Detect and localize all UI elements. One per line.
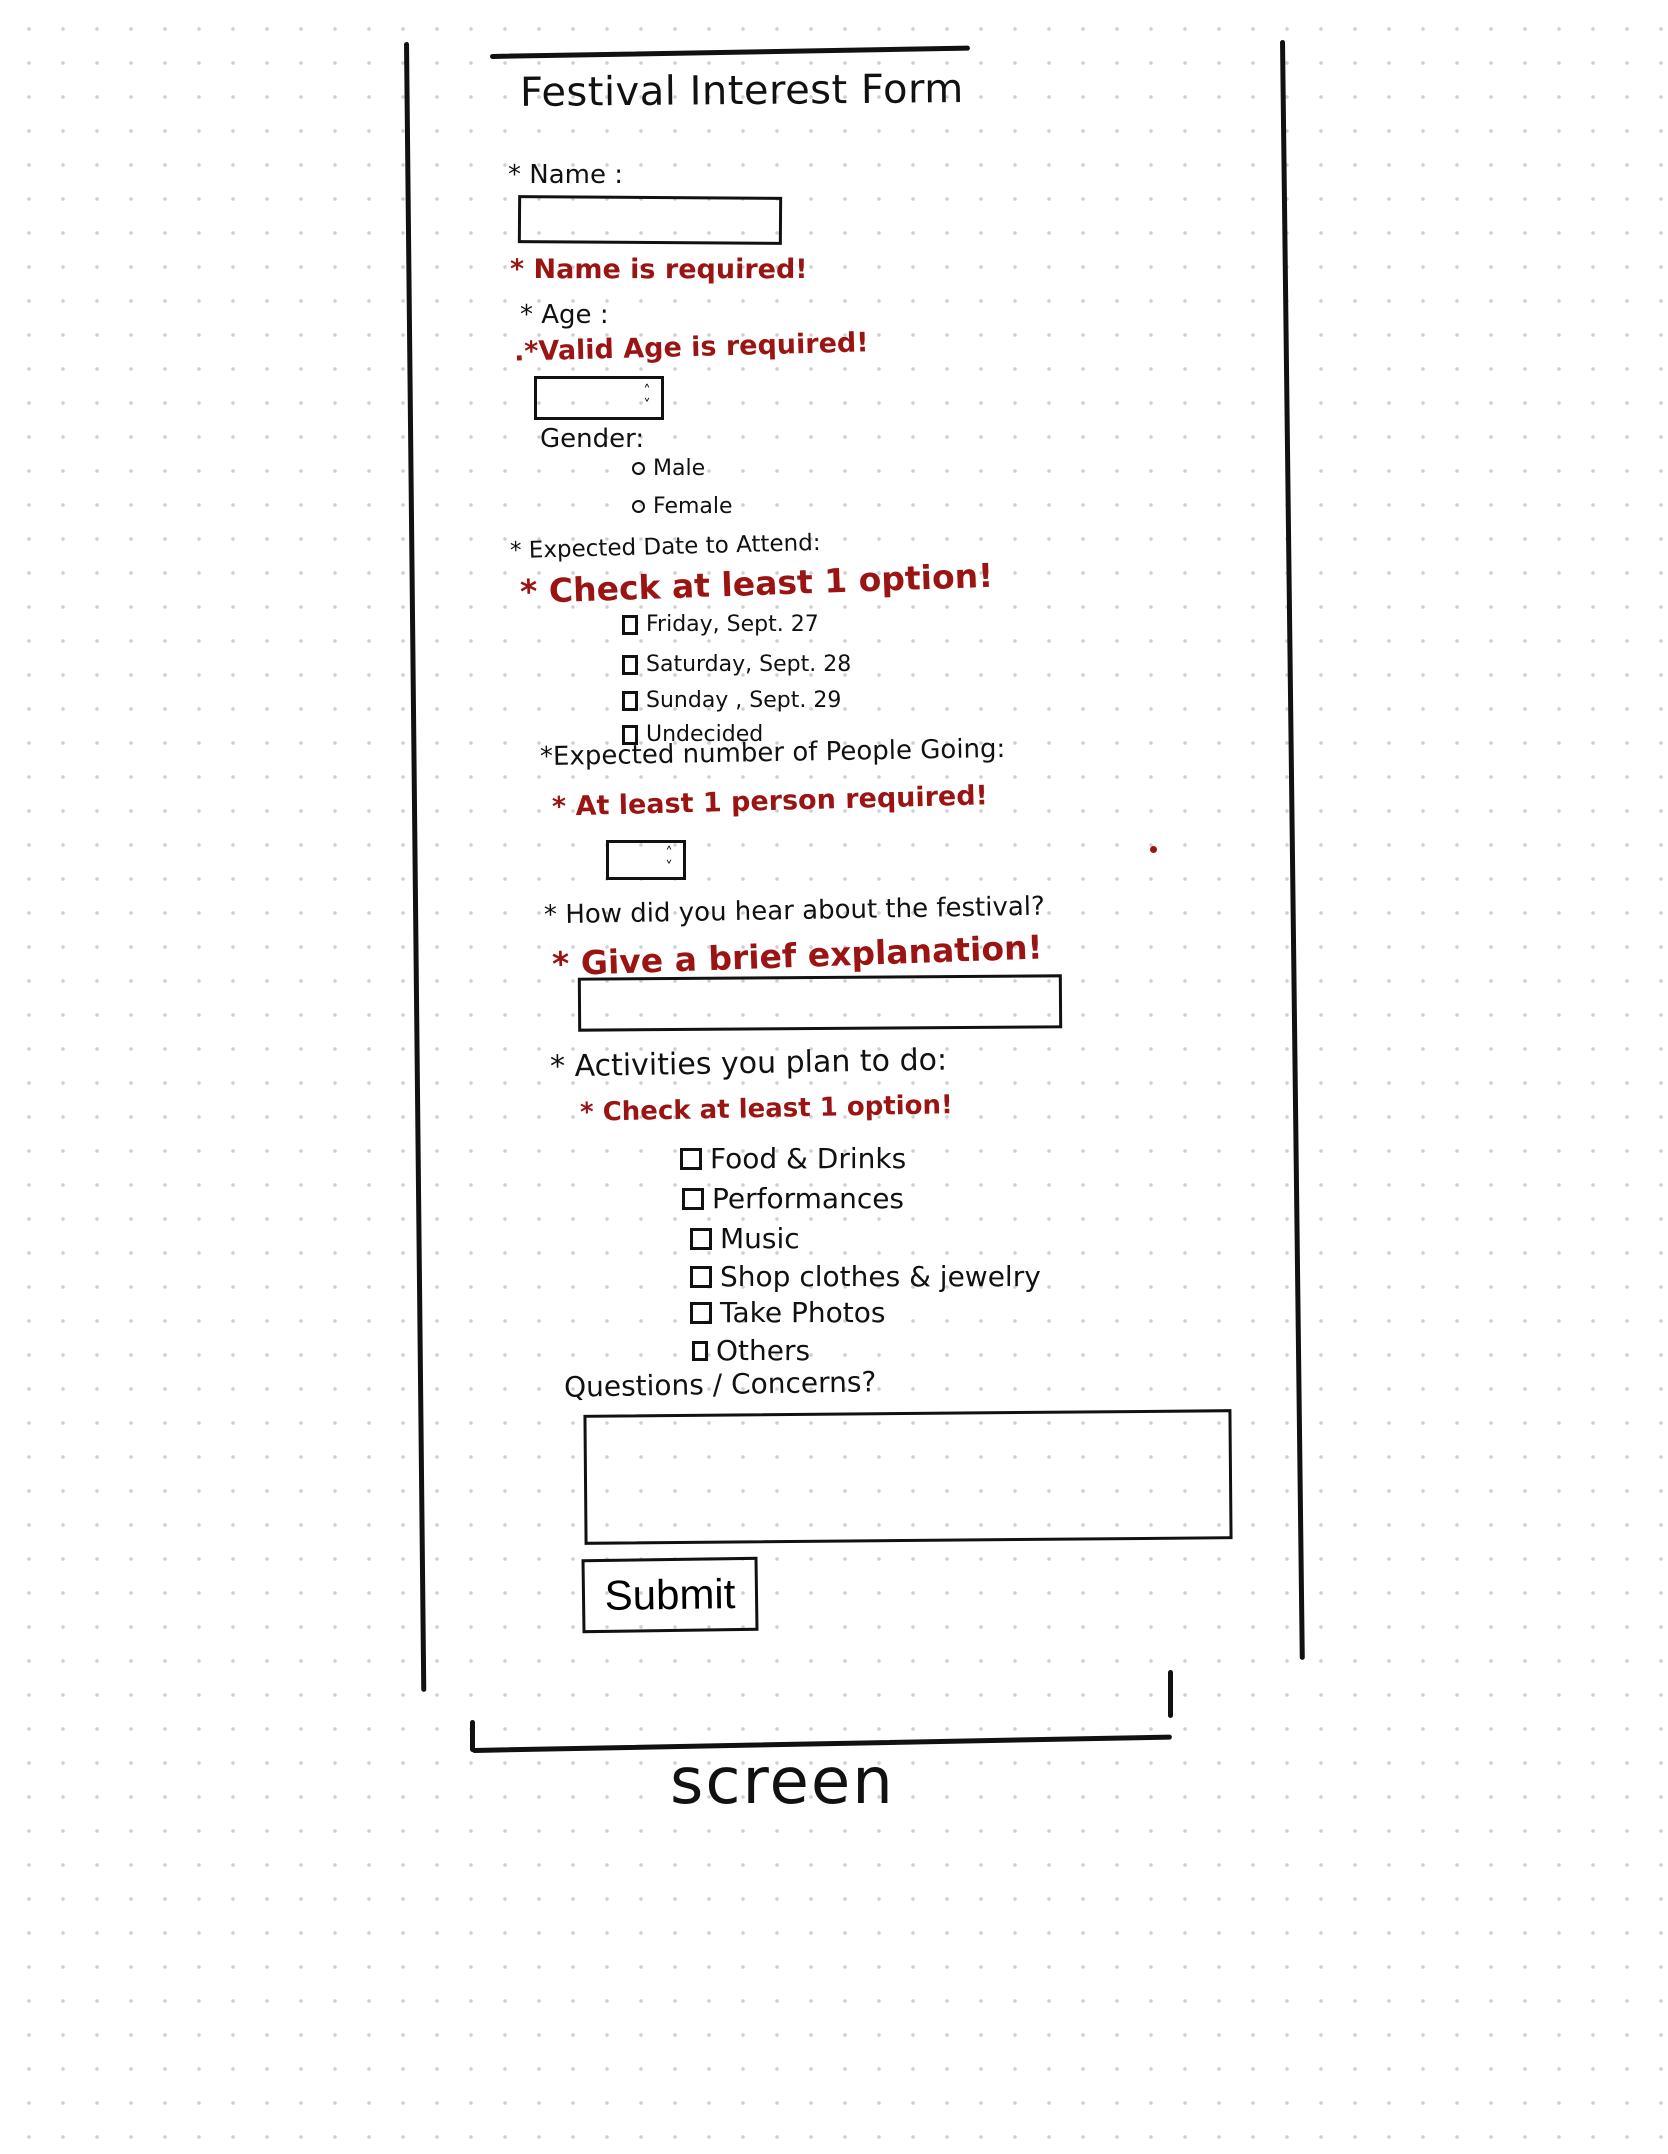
checkbox-icon[interactable]: [690, 1265, 712, 1288]
attend-option-label: Saturday, Sept. 28: [646, 652, 852, 677]
screen-frame-left-edge: [404, 41, 427, 1692]
activity-option-food[interactable]: Food & Drinks: [680, 1142, 906, 1175]
activity-option-music[interactable]: Music: [690, 1222, 800, 1255]
attend-option-sunday[interactable]: Sunday , Sept. 29: [622, 688, 841, 713]
activity-option-shop[interactable]: Shop clothes & jewelry: [690, 1260, 1041, 1293]
activities-error: * Check at least 1 option!: [579, 1090, 954, 1128]
people-label: *Expected number of People Going:: [539, 733, 1006, 773]
checkbox-icon[interactable]: [680, 1147, 702, 1170]
stepper-arrows-icon[interactable]: ˄˅: [665, 844, 673, 876]
checkbox-icon[interactable]: [622, 690, 638, 711]
checkbox-icon[interactable]: [682, 1187, 704, 1210]
age-label: * Age :: [520, 300, 609, 330]
gender-option-label: Male: [653, 456, 706, 481]
screen-bracket-right: [1168, 1670, 1173, 1718]
people-stepper[interactable]: ˄˅: [606, 840, 686, 880]
activity-option-label: Take Photos: [720, 1296, 886, 1329]
name-input[interactable]: [517, 195, 783, 245]
checkbox-icon[interactable]: [692, 1340, 708, 1361]
stray-mark: [1150, 846, 1157, 853]
attend-date-label: * Expected Date to Attend:: [509, 529, 821, 565]
checkbox-icon[interactable]: [622, 614, 638, 635]
activity-option-photos[interactable]: Take Photos: [690, 1296, 885, 1329]
checkbox-icon[interactable]: [690, 1301, 712, 1324]
activity-option-label: Food & Drinks: [710, 1142, 907, 1175]
age-error: .*Valid Age is required!: [513, 327, 869, 368]
form-title: Festival Interest Form: [519, 66, 964, 116]
screen-frame-right-edge: [1280, 39, 1305, 1660]
attend-option-label: Friday, Sept. 27: [646, 612, 819, 637]
submit-button[interactable]: Submit: [581, 1556, 759, 1634]
checkbox-icon[interactable]: [690, 1227, 712, 1250]
heard-about-input[interactable]: [577, 974, 1063, 1032]
checkbox-icon[interactable]: [622, 654, 638, 675]
people-error: * At least 1 person required!: [551, 780, 989, 823]
activity-option-label: Music: [720, 1222, 800, 1255]
age-stepper[interactable]: ˄˅: [534, 376, 664, 420]
gender-option-label: Female: [653, 494, 733, 519]
radio-icon[interactable]: [632, 462, 645, 475]
activity-option-others[interactable]: Others: [692, 1334, 810, 1367]
checkbox-icon[interactable]: [622, 724, 638, 745]
attend-date-error: * Check at least 1 option!: [519, 555, 994, 612]
activities-label: * Activities you plan to do:: [549, 1042, 948, 1085]
questions-label: Questions / Concerns?: [563, 1365, 877, 1404]
gender-label: Gender:: [540, 424, 645, 454]
attend-option-label: Sunday , Sept. 29: [646, 688, 842, 713]
attend-option-undecided[interactable]: Undecided: [622, 722, 763, 747]
activity-option-label: Performances: [712, 1182, 905, 1215]
activity-option-label: Others: [716, 1334, 811, 1367]
heard-about-label: * How did you hear about the festival?: [543, 891, 1046, 931]
gender-option-male[interactable]: Male: [632, 456, 705, 481]
attend-option-friday[interactable]: Friday, Sept. 27: [622, 612, 819, 637]
stepper-arrows-icon[interactable]: ˄˅: [643, 382, 651, 414]
radio-icon[interactable]: [632, 500, 645, 513]
activity-option-label: Shop clothes & jewelry: [720, 1260, 1041, 1293]
attend-option-label: Undecided: [646, 722, 764, 747]
name-label: * Name :: [508, 160, 623, 190]
activity-option-performances[interactable]: Performances: [682, 1182, 904, 1215]
screen-annotation-label: screen: [670, 1745, 895, 1819]
title-underline: [489, 45, 970, 59]
gender-option-female[interactable]: Female: [632, 494, 733, 519]
questions-textarea[interactable]: [583, 1409, 1233, 1545]
attend-option-saturday[interactable]: Saturday, Sept. 28: [622, 652, 851, 677]
name-error: * Name is required!: [510, 254, 808, 285]
screen-bracket-left: [470, 1720, 475, 1752]
